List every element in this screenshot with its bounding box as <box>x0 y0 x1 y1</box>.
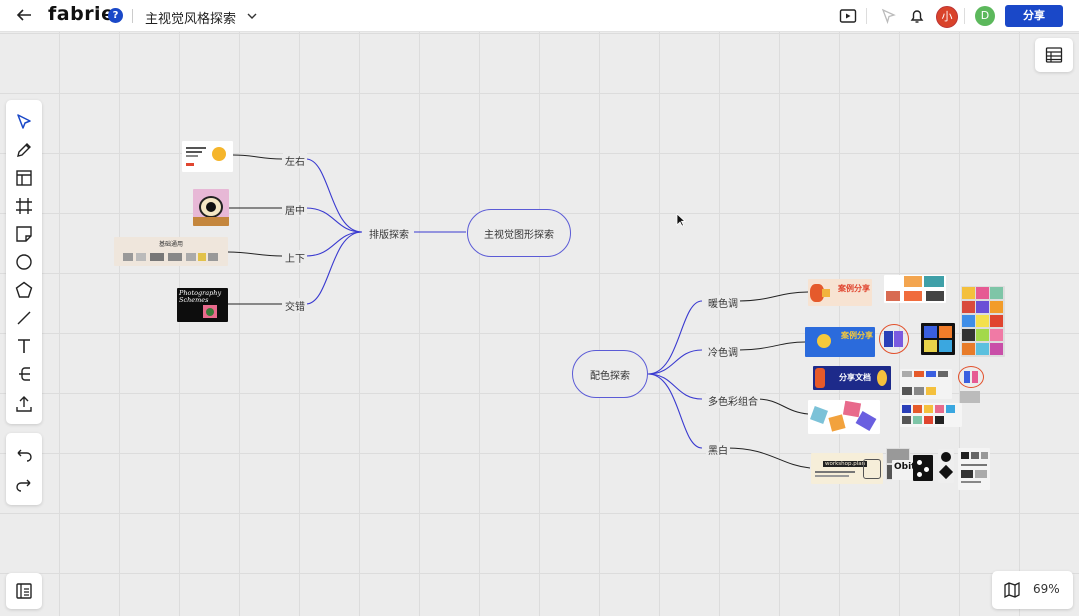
app-logo[interactable]: fabrie <box>48 3 115 25</box>
image-thumbnail[interactable] <box>921 323 955 355</box>
thumbnail-caption: workshop.plan <box>823 461 868 467</box>
avatar[interactable]: D <box>975 6 995 26</box>
image-thumbnail[interactable] <box>193 189 229 226</box>
layers-icon <box>14 581 34 601</box>
mindmap-leaf-node[interactable]: 交错 <box>283 298 307 313</box>
sticky-note-icon[interactable] <box>14 224 34 244</box>
pen-icon[interactable] <box>14 140 34 160</box>
top-bar: fabrie ? 主视觉风格探索 小 D 分享 <box>0 0 1079 32</box>
back-arrow-icon[interactable] <box>14 5 34 25</box>
map-icon[interactable] <box>1003 581 1021 599</box>
select-icon[interactable] <box>14 112 34 132</box>
image-thumbnail[interactable]: 案例分享 <box>808 279 872 306</box>
image-thumbnail[interactable] <box>913 455 933 481</box>
zoom-panel: 69% <box>992 571 1073 609</box>
avatar[interactable]: 小 <box>936 6 958 28</box>
mindmap-leaf-node[interactable]: 冷色调 <box>706 344 740 359</box>
pentagon-icon[interactable] <box>14 280 34 300</box>
mindmap-root-node[interactable]: 主视觉图形探索 <box>467 209 571 257</box>
mindmap-leaf-node[interactable]: 多色彩组合 <box>706 393 760 408</box>
thumbnail-caption: 案例分享 <box>838 284 870 293</box>
mindmap-leaf-node[interactable]: 左右 <box>283 153 307 168</box>
share-button[interactable]: 分享 <box>1005 5 1063 27</box>
zoom-level[interactable]: 69% <box>1033 582 1060 596</box>
thumbnail-caption: 基础通用 <box>158 241 183 248</box>
mindmap-leaf-node[interactable]: 黑白 <box>706 442 730 457</box>
image-thumbnail-group[interactable] <box>900 369 952 399</box>
crop-grid-icon[interactable] <box>14 196 34 216</box>
thumbnail-caption: 分享文档 <box>839 373 871 382</box>
divider <box>132 9 133 23</box>
frame-layout-icon[interactable] <box>14 168 34 188</box>
cursor-follow-icon[interactable] <box>880 7 898 25</box>
image-thumbnail-group[interactable] <box>884 275 946 303</box>
mindmap-leaf-node[interactable]: 暖色调 <box>706 295 740 310</box>
image-thumbnail-group[interactable] <box>900 403 962 427</box>
present-play-icon[interactable] <box>839 7 857 25</box>
divider <box>964 8 965 24</box>
undo-icon[interactable] <box>14 445 34 465</box>
upload-icon[interactable] <box>14 394 34 414</box>
image-thumbnail[interactable]: 分享文档 <box>813 366 891 390</box>
image-thumbnail[interactable]: 基础通用 <box>114 237 228 266</box>
circle-icon[interactable] <box>14 252 34 272</box>
mindmap-branch-node[interactable]: 排版探索 <box>367 226 411 241</box>
history-panel <box>6 433 42 505</box>
image-thumbnail[interactable] <box>938 449 954 483</box>
image-thumbnail[interactable]: workshop.plan <box>811 453 883 484</box>
line-icon[interactable] <box>14 308 34 328</box>
mindmap-icon[interactable] <box>14 364 34 384</box>
bell-icon[interactable] <box>908 7 926 25</box>
help-icon[interactable]: ? <box>108 8 123 23</box>
document-title[interactable]: 主视觉风格探索 <box>145 12 237 27</box>
table-view-button[interactable] <box>1035 38 1073 72</box>
redo-icon[interactable] <box>14 475 34 495</box>
table-icon <box>1045 46 1063 64</box>
left-toolbar <box>6 100 42 424</box>
divider <box>866 8 867 24</box>
thumbnail-caption: Obit. <box>894 462 918 472</box>
text-icon[interactable] <box>14 336 34 356</box>
image-thumbnail-grid[interactable] <box>961 286 1005 357</box>
image-thumbnail[interactable] <box>808 400 880 434</box>
image-thumbnail[interactable]: Obit. <box>892 460 918 480</box>
image-thumbnail[interactable]: 案例分享 <box>805 327 875 357</box>
image-thumbnail[interactable]: Photography Schemes <box>177 288 228 322</box>
mindmap-leaf-node[interactable]: 居中 <box>283 202 307 217</box>
image-thumbnail[interactable] <box>956 365 986 405</box>
chevron-down-icon[interactable] <box>246 10 258 22</box>
mindmap-leaf-node[interactable]: 上下 <box>283 250 307 265</box>
thumbnail-caption: Photography Schemes <box>179 289 222 304</box>
mouse-cursor-icon <box>676 212 687 227</box>
mindmap-root-node[interactable]: 配色探索 <box>572 350 648 398</box>
layers-panel-button[interactable] <box>6 573 42 609</box>
image-thumbnail[interactable] <box>879 322 911 356</box>
image-thumbnail[interactable] <box>182 141 233 172</box>
thumbnail-caption: 案例分享 <box>841 331 873 340</box>
image-thumbnail[interactable] <box>958 448 990 490</box>
